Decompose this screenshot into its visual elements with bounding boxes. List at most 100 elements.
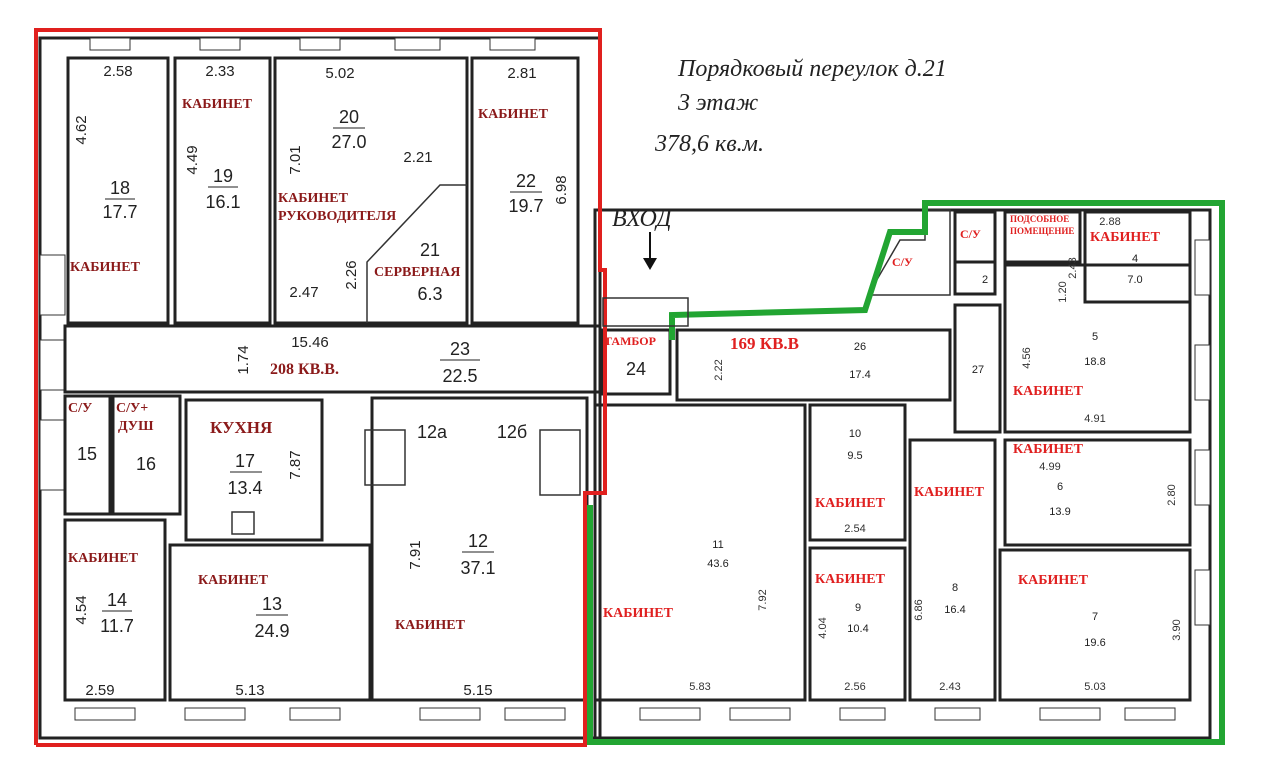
dim: 1.74 (235, 345, 252, 374)
room-area: 18.8 (1084, 356, 1105, 368)
room-18 (66, 56, 170, 325)
room-16 (111, 394, 182, 516)
dim: 2.33 (205, 63, 234, 80)
entrance-arrow-icon[interactable] (643, 232, 657, 270)
room-label: КАБИНЕТ (815, 496, 886, 511)
room-number: 18 (110, 178, 130, 198)
room-number: 17 (235, 451, 255, 471)
room-area: 13.4 (227, 478, 262, 498)
left-zone-area: 208 КВ.В. (270, 361, 339, 378)
room-number: 20 (339, 107, 359, 127)
room-label: С/У (68, 401, 92, 416)
room-17 (184, 398, 324, 542)
room-label: РУКОВОДИТЕЛЯ (278, 209, 396, 224)
dim: 5.02 (325, 65, 354, 82)
room-label: С/У (960, 227, 981, 241)
room-number: 4 (1132, 253, 1138, 265)
dim: 4.04 (817, 617, 829, 638)
room-label: КАБИНЕТ (278, 191, 349, 206)
room-label: С/У (892, 255, 913, 269)
dim: 4.91 (1084, 413, 1105, 425)
room-6 (1003, 438, 1192, 547)
room-number: 8 (952, 582, 958, 594)
room-area: 6.3 (417, 284, 442, 304)
room-21-wall (366, 184, 467, 323)
dim: 4.56 (1021, 347, 1033, 368)
room-5 (1003, 263, 1192, 434)
room-label: ПОМЕЩЕНИЕ (1010, 226, 1074, 236)
room-area: 22.5 (442, 366, 477, 386)
right-zone-outline (587, 200, 1225, 745)
room-number: 19 (213, 166, 233, 186)
dim: 7.91 (407, 540, 424, 569)
dim: 5.13 (235, 682, 264, 699)
entrance-label: ВХОД (612, 206, 673, 232)
dim: 2.47 (289, 284, 318, 301)
room-number: 12б (497, 422, 527, 442)
room-area: 19.7 (508, 196, 543, 216)
room-label: КАБИНЕТ (914, 485, 985, 500)
room-19 (173, 56, 272, 325)
room-number: 26 (854, 341, 866, 353)
room-area: 11.7 (100, 616, 134, 636)
room-number: 21 (420, 240, 440, 260)
room-number: 16 (136, 454, 156, 474)
room-utility (1003, 210, 1082, 264)
room-7 (998, 548, 1192, 702)
room-area: 7.0 (1127, 274, 1142, 286)
room-label: КАБИНЕТ (1013, 384, 1084, 399)
room-12a (364, 429, 406, 486)
room-number: 13 (262, 594, 282, 614)
dim: 6.86 (913, 599, 925, 620)
room-number: 27 (972, 364, 984, 376)
room-label: ДУШ (118, 419, 154, 434)
dim: 2.43 (939, 681, 960, 693)
room-number: 12 (468, 531, 488, 551)
room-area: 37.1 (460, 558, 495, 578)
room-area: 17.7 (102, 202, 137, 222)
floor-label: 3 этаж (677, 90, 758, 116)
room-23-corridor (63, 324, 602, 394)
right-zone-area: 169 КВ.В (730, 334, 799, 353)
room-8 (908, 438, 997, 702)
room-number: 12а (417, 422, 448, 442)
room-number: 5 (1092, 331, 1098, 343)
dim: 5.83 (689, 681, 710, 693)
room-number: 22 (516, 171, 536, 191)
room-number: 14 (107, 590, 127, 610)
room-number: 7 (1092, 611, 1098, 623)
room-area: 16.1 (205, 192, 240, 212)
room-20 (273, 56, 469, 325)
room-13 (168, 543, 372, 702)
dim: 2.80 (1166, 484, 1178, 505)
room-14 (63, 518, 167, 702)
dim: 2.54 (844, 523, 865, 535)
room-area: 10.4 (847, 623, 868, 635)
total-area: 378,6 кв.м. (654, 131, 764, 157)
room-label: КАБИНЕТ (70, 260, 141, 275)
room-number: 24 (626, 359, 646, 379)
dim: 4.62 (73, 115, 90, 144)
dim: 1.20 (1057, 281, 1069, 302)
room-label: КАБИНЕТ (1013, 442, 1084, 457)
room-label: КАБИНЕТ (395, 618, 466, 633)
room-label: КАБИНЕТ (68, 551, 139, 566)
room-label: КАБИНЕТ (182, 97, 253, 112)
dim: 7.87 (287, 450, 304, 479)
room-label: КАБИНЕТ (1018, 573, 1089, 588)
room-2 (953, 260, 997, 296)
room-area: 24.9 (254, 621, 289, 641)
dim: 2.43 (1067, 257, 1079, 278)
room-label: КАБИНЕТ (198, 573, 269, 588)
room-label: КАБИНЕТ (1090, 230, 1161, 245)
stove-icon (231, 511, 255, 535)
dim: 2.58 (103, 63, 132, 80)
address-title: Порядковый переулок д.21 (677, 56, 947, 82)
room-label: КАБИНЕТ (478, 107, 549, 122)
room-label: КАБИНЕТ (815, 572, 886, 587)
dim: 2.59 (85, 682, 114, 699)
room-number: 2 (982, 274, 988, 286)
dim: 4.49 (184, 145, 201, 174)
room-area: 17.4 (849, 369, 870, 381)
